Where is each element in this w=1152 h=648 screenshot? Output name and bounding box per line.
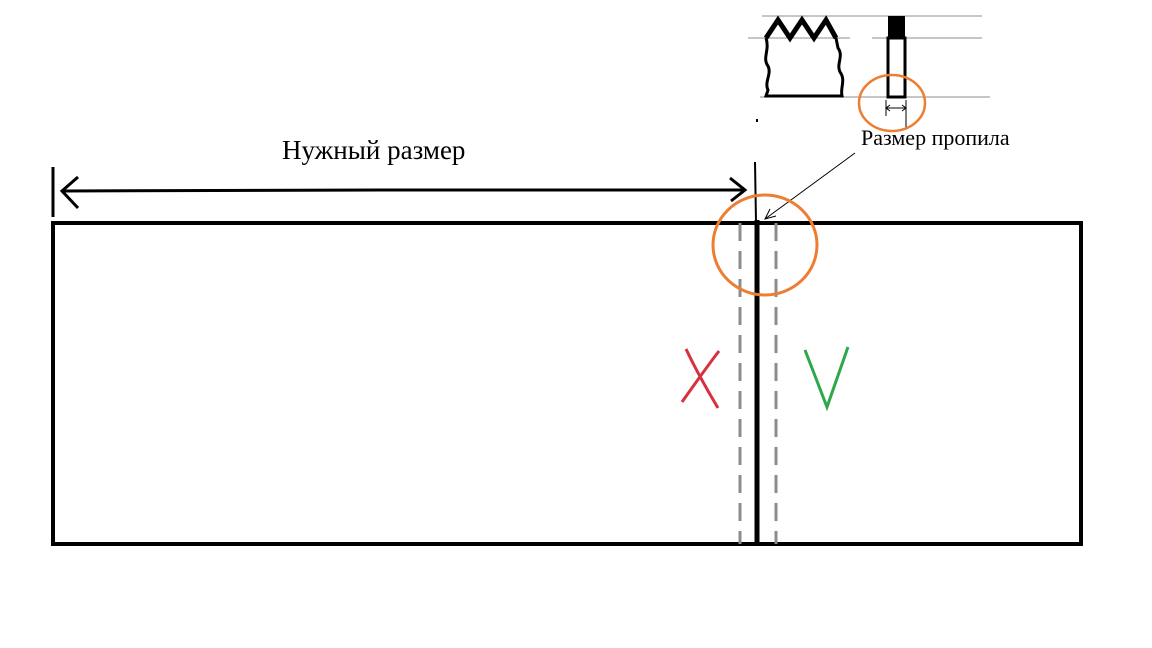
workpiece-board — [51, 221, 1083, 546]
right-arrowhead-icon — [729, 176, 748, 203]
blade-body-outline — [763, 37, 845, 98]
dimension-line — [61, 188, 745, 193]
blade-teeth-icon — [763, 15, 839, 43]
cut-highlight-circle — [711, 193, 819, 297]
left-arrowhead-icon — [59, 175, 80, 210]
kerf-pointer-arrowhead — [764, 208, 777, 220]
dimension-right-boundary — [754, 161, 757, 223]
right-mark-icon — [803, 346, 850, 412]
kerf-size-label: Размер пропила — [861, 125, 1010, 150]
wrong-mark-icon — [680, 348, 721, 409]
blade-tooth-edge — [888, 16, 905, 38]
saw-blade-inset — [748, 15, 990, 133]
inset-kerf-highlight-circle — [857, 73, 927, 133]
required-size-label: Нужный размер — [282, 135, 465, 165]
blade-edge-body — [886, 36, 907, 99]
required-size-dimension — [51, 161, 757, 223]
kerf-pointer-line — [764, 152, 856, 220]
